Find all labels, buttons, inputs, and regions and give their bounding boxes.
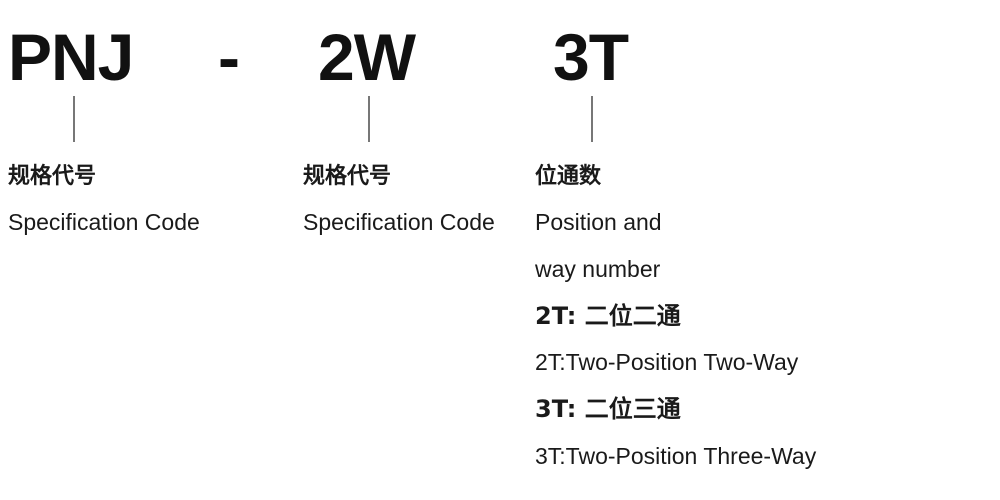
code-part-3t: 3T [553,20,629,94]
connector-line-1 [73,96,75,142]
code-part-pnj: PNJ [8,20,134,94]
connector-line-3 [591,96,593,142]
segment-1-title-en: Specification Code [8,209,200,235]
segment-3-title-en-line2: way number [535,256,661,282]
segment-3-title-en-line1: Position and [535,209,662,235]
segment-2-title-en: Specification Code [303,209,495,235]
segment-3-title-cn: 位通数 [535,164,602,189]
code-part-2w: 2W [318,20,416,94]
option-2t-cn: 2T: 二位二通 [535,302,681,330]
connector-line-2 [368,96,370,142]
segment-1-title-cn: 规格代号 [8,164,97,189]
segment-2-title-cn: 规格代号 [303,164,392,189]
option-2t-en: 2T:Two-Position Two-Way [535,349,799,375]
code-separator: - [218,20,240,94]
option-3t-en: 3T:Two-Position Three-Way [535,443,817,469]
option-3t-cn: 3T: 二位三通 [535,395,681,423]
